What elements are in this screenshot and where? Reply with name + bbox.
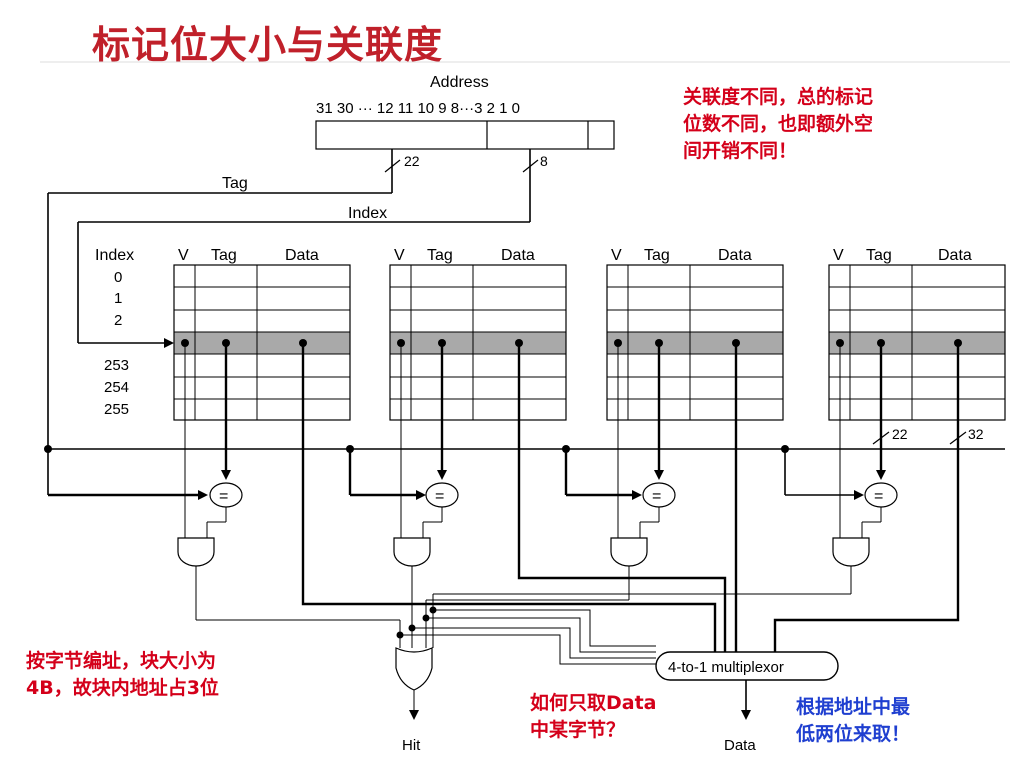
multiplexor — [655, 651, 839, 681]
svg-text:=: = — [219, 488, 228, 505]
index-width-slash — [522, 159, 539, 173]
svg-text:V: V — [178, 247, 189, 264]
svg-text:V: V — [611, 247, 622, 264]
note-select-byte-answer: 根据地址中最 低两位来取！ — [796, 696, 911, 745]
and-gate-1 — [177, 537, 215, 567]
hit-output-label: Hit — [402, 737, 421, 754]
svg-text:=: = — [874, 488, 883, 505]
mux-label: 4-to-1 multiplexor — [668, 659, 784, 676]
cache-way-2: V Tag Data — [389, 247, 567, 421]
data-output-label: Data — [724, 737, 756, 754]
cache-way-3: V Tag Data — [606, 247, 784, 421]
svg-text:V: V — [833, 247, 844, 264]
svg-text:Data: Data — [938, 247, 972, 264]
and-gate-4 — [832, 537, 870, 567]
tag-22-slash — [872, 431, 890, 445]
svg-text:Tag: Tag — [427, 247, 453, 264]
address-label: Address — [430, 74, 489, 91]
page-title: 标记位大小与关联度 — [92, 23, 444, 67]
cache-way-1: V Tag Data — [173, 247, 351, 421]
note-select-byte-question: 如何只取Data 中某字节？ — [530, 692, 657, 741]
way4-tag-width: 22 — [892, 426, 908, 442]
svg-text:Tag: Tag — [866, 247, 892, 264]
or-gate — [395, 647, 433, 691]
tag-width-label: 22 — [404, 153, 420, 169]
tag-width-slash — [384, 159, 401, 173]
svg-text:=: = — [652, 488, 661, 505]
svg-text:Tag: Tag — [211, 247, 237, 264]
index-row-255: 255 — [104, 401, 129, 418]
index-width-label: 8 — [540, 153, 548, 169]
svg-text:Data: Data — [718, 247, 752, 264]
and-gate-3 — [610, 537, 648, 567]
index-header: Index — [95, 247, 134, 264]
address-bits-label: 31 30 ··· 12 11 10 9 8···3 2 1 0 — [316, 100, 520, 117]
index-row-0: 0 — [114, 269, 122, 286]
svg-text:Data: Data — [285, 247, 319, 264]
index-row-254: 254 — [104, 379, 129, 396]
address-register — [315, 120, 615, 150]
note-associativity: 关联度不同，总的标记 位数不同，也即额外空 间开销不同！ — [683, 86, 874, 162]
svg-text:=: = — [435, 488, 444, 505]
index-wire-label: Index — [348, 205, 387, 222]
note-byte-addressing: 按字节编址，块大小为 4B，故块内地址占3位 — [26, 650, 219, 699]
way4-data-width: 32 — [968, 426, 984, 442]
svg-text:V: V — [394, 247, 405, 264]
cache-way-4: V Tag Data — [828, 247, 1006, 421]
index-row-2: 2 — [114, 312, 122, 329]
selected-row — [174, 332, 350, 354]
index-row-253: 253 — [104, 357, 129, 374]
index-row-1: 1 — [114, 290, 122, 307]
tag-wire-label: Tag — [222, 175, 248, 192]
svg-text:Tag: Tag — [644, 247, 670, 264]
svg-text:Data: Data — [501, 247, 535, 264]
and-gate-2 — [393, 537, 431, 567]
